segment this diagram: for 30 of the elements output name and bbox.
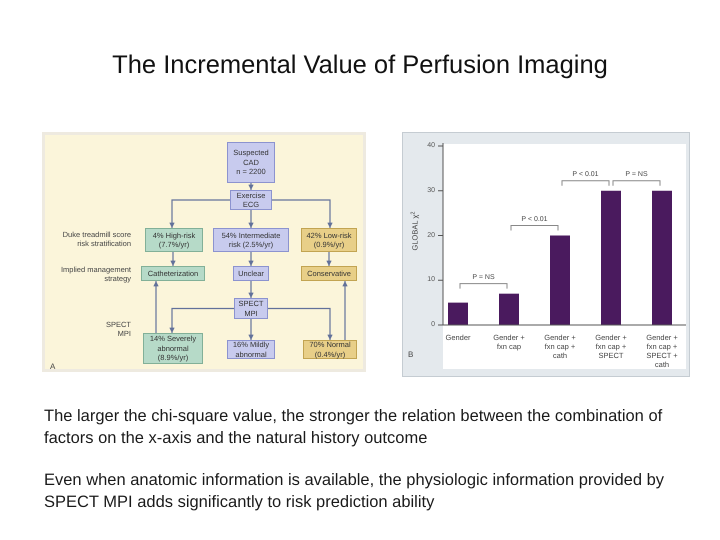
body-text: Even when anatomic information is available, the physiologic information provided by SPECT MPI adds significantly to risk prediction ability: [44, 470, 666, 513]
step-box: [213, 228, 289, 252]
arrow: [248, 252, 254, 266]
step-box: [303, 340, 357, 359]
arrow: [326, 252, 332, 266]
arrow: [153, 281, 159, 333]
slide-title: The Incremental Value of Perfusion Imaging: [111, 50, 609, 81]
arrow: [169, 308, 234, 333]
body-text: The larger the chi-square value, the stronger the relation between the combination of factors on the x-axis and the natural history outcome: [44, 406, 664, 449]
panel-letter: B: [408, 349, 414, 361]
arrow: [342, 281, 348, 340]
step-box: [233, 266, 269, 281]
step-box: [143, 333, 203, 364]
step-box: [230, 190, 272, 210]
arrow: [170, 252, 176, 266]
panel-letter: A: [50, 361, 56, 373]
arrow: [268, 308, 333, 340]
step-box: [145, 228, 203, 252]
step-box: [301, 228, 357, 252]
step-box: [227, 340, 275, 359]
arrow: [248, 183, 254, 190]
arrow: [272, 199, 333, 228]
arrow: [248, 319, 254, 340]
step-box: [301, 266, 357, 281]
step-box: [234, 298, 268, 319]
step-box: [227, 142, 275, 183]
arrow: [248, 281, 254, 298]
arrow: [169, 199, 230, 228]
step-box: [141, 266, 205, 281]
arrow: [248, 210, 254, 228]
